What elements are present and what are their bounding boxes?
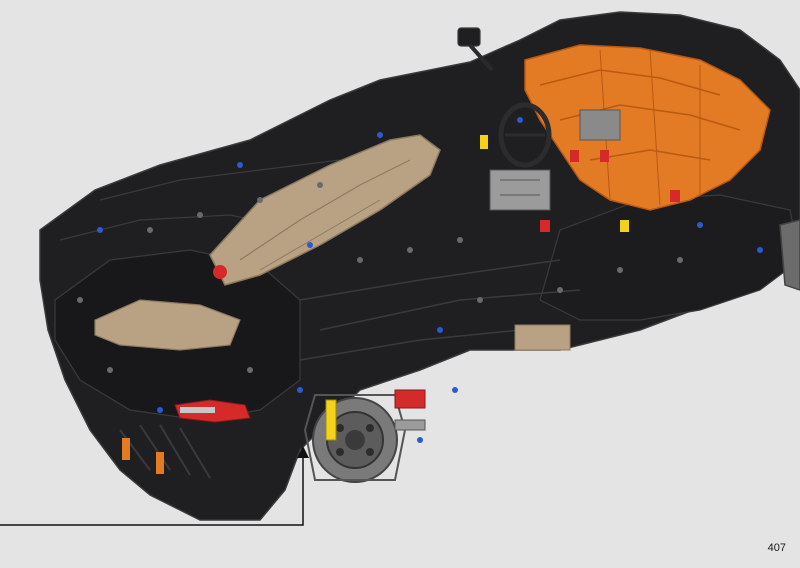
front-wheel — [779, 219, 800, 291]
wheel-hub — [303, 389, 426, 483]
orange-fins — [122, 438, 164, 474]
rear-light — [174, 399, 251, 423]
callout-arrow — [0, 446, 309, 526]
steering-wheel — [498, 102, 552, 168]
grey-studs — [77, 182, 683, 373]
engine-cover-tan — [209, 134, 441, 286]
rear-tan-panel — [94, 299, 241, 351]
door-frame — [514, 324, 571, 351]
accent-parts — [480, 135, 680, 232]
blue-pins — [97, 117, 763, 443]
side-mirror — [457, 27, 494, 72]
page-number: 407 — [767, 542, 786, 554]
